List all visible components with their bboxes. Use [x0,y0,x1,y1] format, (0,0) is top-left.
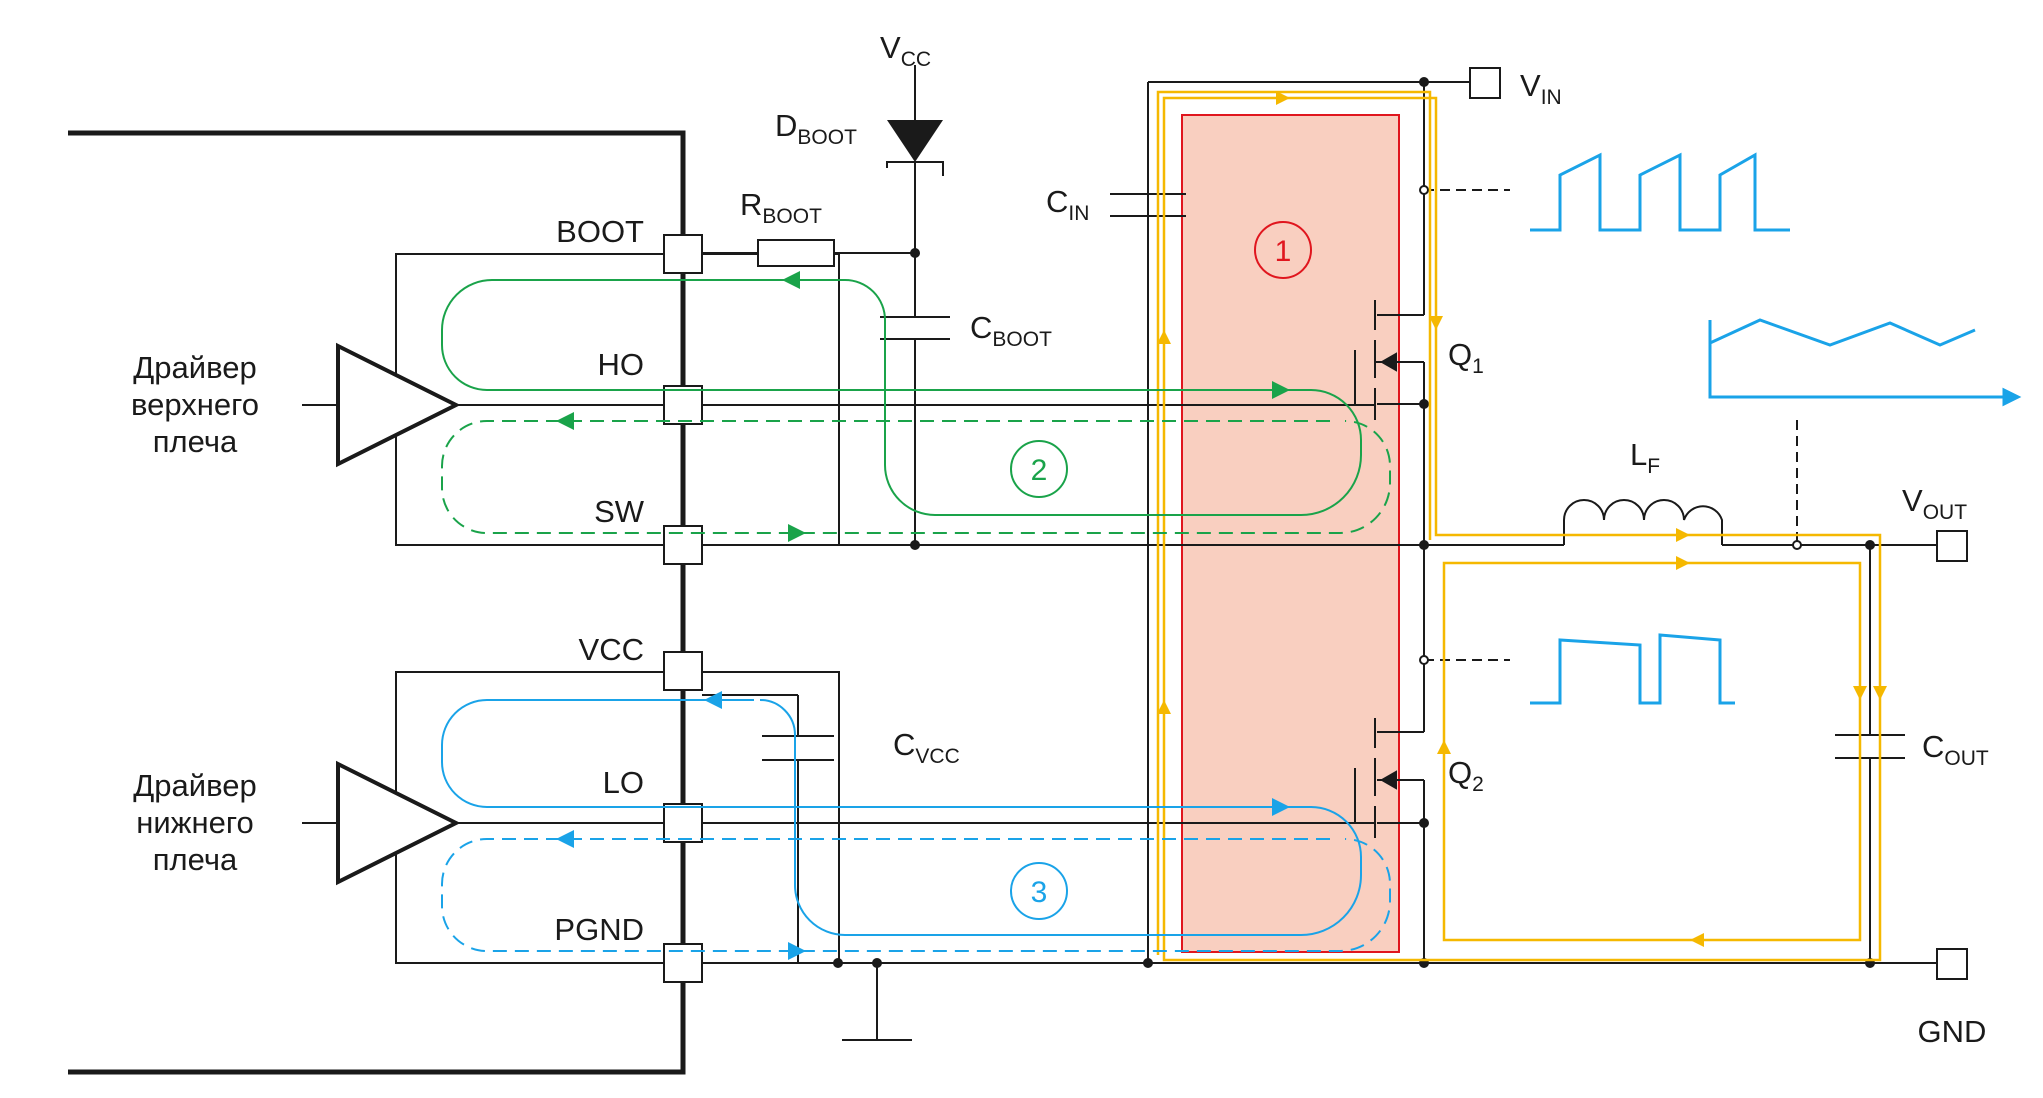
svg-text:COUT: COUT [1922,729,1989,770]
q2-mosfet [1354,718,1397,838]
loop-3-label: 3 [1031,876,1048,909]
gate-loop-low-side [441,699,1362,936]
pin-vcc-label: VCC [579,632,644,667]
cin-capacitor [1110,193,1186,217]
q1-mosfet [1354,300,1424,420]
cboot-capacitor [880,316,950,340]
high-side-driver-label: Драйвер верхнего плеча [131,350,259,459]
cout-label: COUT [1922,729,1989,770]
dboot-label: DBOOT [775,108,857,149]
junction-dots [833,77,1875,968]
probe-lines [1424,189,1798,661]
vout-label: VOUT [1902,483,1967,524]
svg-text:CVCC: CVCC [893,727,960,768]
sw-node-waveform [1530,633,1735,705]
gate-loop-high-side [441,279,1362,516]
high-driver-line-2: верхнего [131,387,259,422]
vin-label: VIN [1520,68,1562,109]
cin-label: CIN [1046,184,1089,225]
svg-text:VIN: VIN [1520,68,1562,109]
gnd-label: GND [1918,1014,1987,1049]
svg-text:DBOOT: DBOOT [775,108,857,149]
vin-current-waveform [1530,152,1790,232]
loop-2-label: 2 [1031,454,1048,487]
svg-text:LF: LF [1630,437,1660,478]
low-driver-line-1: Драйвер [133,768,256,803]
q2-label: Q2 [1448,755,1484,796]
rboot-resistor [757,239,835,267]
pin-sw-label: SW [594,494,645,529]
gate-loop-high-side-arrows [556,271,1290,542]
high-driver-line-3: плеча [153,424,238,459]
cvcc-capacitor [762,735,834,761]
svg-text:CBOOT: CBOOT [970,310,1052,351]
pin-boot-label: BOOT [556,214,644,249]
vcc-supply-label: VCC [880,30,931,71]
terminal-squares [1469,67,1968,980]
pin-lo-label: LO [603,765,644,800]
pin-ho-label: HO [598,347,645,382]
svg-text:CIN: CIN [1046,184,1089,225]
loop-marker-2: 2 [1010,440,1068,498]
inductor-current-waveform [1708,318,2022,407]
gate-loop-low-side-arrows [556,691,1290,960]
high-side-driver-triangle [302,342,461,468]
lf-label: LF [1630,437,1660,478]
svg-text:VCC: VCC [880,30,931,71]
q1-label: Q1 [1448,337,1484,378]
power-path-arrows [1157,91,1887,947]
svg-text:RBOOT: RBOOT [740,187,822,228]
cboot-label: CBOOT [970,310,1052,351]
svg-text:Q2: Q2 [1448,755,1484,796]
rboot-label: RBOOT [740,187,822,228]
gate-loop-low-side-return [441,838,1391,952]
low-driver-line-2: нижнего [136,805,253,840]
probe-points [1419,185,1802,665]
loop-marker-3: 3 [1010,862,1068,920]
pin-pgnd-label: PGND [554,912,644,947]
high-driver-line-1: Драйвер [133,350,256,385]
loop-marker-1: 1 [1254,221,1312,279]
cvcc-label: CVCC [893,727,960,768]
svg-text:Q1: Q1 [1448,337,1484,378]
black-wiring [396,65,1937,1041]
controller-ic-outline [68,130,686,1075]
dboot-diode [886,120,944,176]
loop-1-label: 1 [1275,235,1292,268]
low-driver-line-3: плеча [153,842,238,877]
cout-capacitor [1835,734,1905,759]
low-side-driver-triangle [302,760,461,886]
gate-loop-high-side-return [441,420,1391,534]
low-side-driver-label: Драйвер нижнего плеча [133,768,256,877]
svg-text:VOUT: VOUT [1902,483,1967,524]
lf-inductor [1563,499,1723,545]
